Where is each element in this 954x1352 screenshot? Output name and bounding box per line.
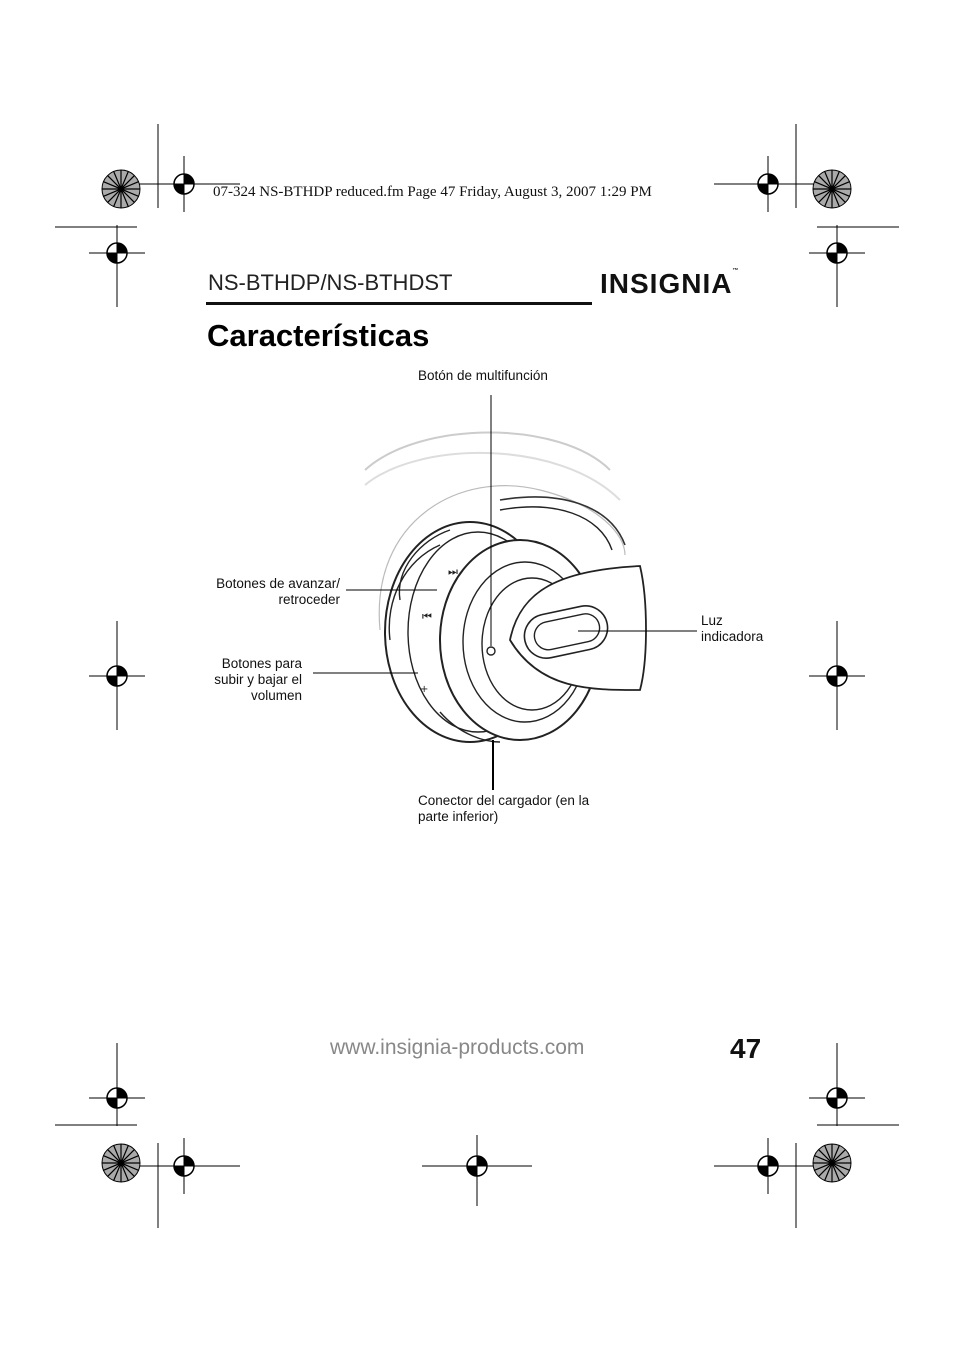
callout-charger-line-1: Conector del cargador (en la <box>418 793 590 808</box>
callout-skip-line-2: retroceder <box>278 592 340 607</box>
svg-text:⏮: ⏮ <box>422 610 432 623</box>
callout-volume-line-2: subir y bajar el <box>214 672 302 687</box>
callout-skip-line-1: Botones de avanzar/ <box>216 576 340 591</box>
svg-text:+: + <box>420 684 428 695</box>
model-name: NS-BTHDP/NS-BTHDST <box>208 270 453 295</box>
callout-skip-buttons: Botones de avanzar/ retroceder <box>216 576 340 608</box>
logo-text: INSIGNIA <box>600 268 733 299</box>
callout-multifunction: Botón de multifunción <box>418 368 548 383</box>
svg-text:⏭: ⏭ <box>448 565 458 578</box>
callout-volume-line-3: volumen <box>250 688 302 703</box>
callout-light-line-1: Luz <box>701 613 723 628</box>
callout-volume-line-1: Botones para <box>221 656 302 671</box>
callout-charger-line-2: parte inferior) <box>418 809 499 824</box>
callout-indicator-light: Luz indicadora <box>701 613 763 645</box>
callout-volume-buttons: Botones para subir y bajar el volumen <box>214 656 302 704</box>
logo-tm: ™ <box>732 268 740 274</box>
crop-marks-top <box>55 124 899 228</box>
print-slug: 07-324 NS-BTHDP reduced.fm Page 47 Frida… <box>213 184 652 200</box>
crop-marks-bottom <box>55 1124 899 1228</box>
header-rule <box>206 302 592 305</box>
headset-illustration: ⏭ ⏮ + <box>364 431 647 743</box>
page-number: 47 <box>730 1033 762 1064</box>
callout-leader-lines <box>313 395 697 674</box>
callout-light-line-2: indicadora <box>701 629 764 644</box>
insignia-logo: INSIGNIA™ <box>600 268 739 300</box>
footer-url: www.insignia-products.com <box>330 1036 585 1059</box>
page-title: Características <box>207 318 430 353</box>
callout-charger-connector: Conector del cargador (en la parte infer… <box>418 793 589 825</box>
